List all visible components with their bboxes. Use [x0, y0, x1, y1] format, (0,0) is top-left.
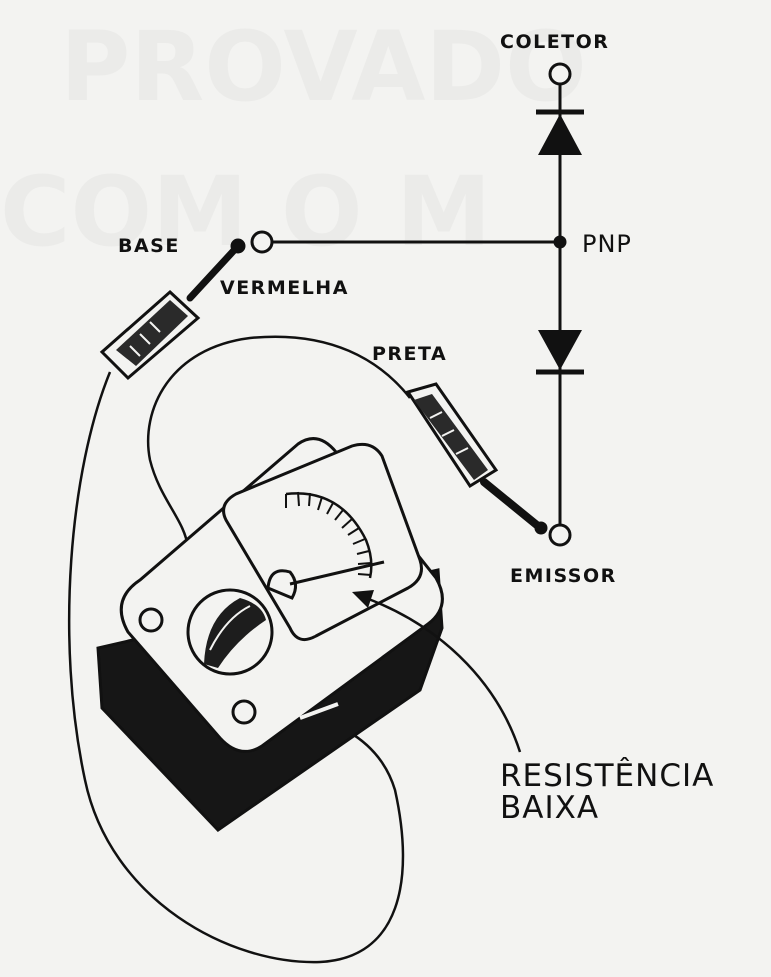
black-probe-tip [534, 521, 548, 535]
lower-jack [231, 699, 257, 725]
base-terminal [250, 230, 274, 254]
collector-base-diode [536, 109, 584, 155]
pnp-junction-dot [553, 235, 567, 249]
svg-text:PROVADO: PROVADO [60, 11, 587, 123]
upper-jack [138, 607, 164, 633]
meter-needle [289, 560, 385, 586]
red-probe-cable [67, 371, 405, 964]
emitter-label: EMISSOR [510, 565, 617, 587]
emitter-terminal [548, 523, 572, 547]
black-probe [405, 382, 548, 535]
base-emitter-diode [536, 330, 584, 375]
low-resistance-pointer-arrow [352, 590, 522, 753]
base-label: BASE [118, 235, 180, 257]
pnp-label: PNP [582, 230, 632, 258]
meter-scale-ticks [285, 491, 372, 576]
collector-label: COLETOR [500, 31, 609, 53]
background-bleed-through: PROVADO COM O M [0, 11, 587, 268]
diagram-labels: COLETOR PNP BASE VERMELHA PRETA EMISSOR … [118, 31, 714, 826]
result-label-line1: RESISTÊNCIA [500, 758, 714, 794]
multimeter [96, 437, 522, 832]
collector-terminal [548, 62, 572, 86]
red-probe-label: VERMELHA [220, 277, 349, 299]
pnp-equivalent-circuit [250, 62, 584, 547]
svg-text:COM O M: COM O M [0, 156, 492, 268]
result-label-line2: BAIXA [500, 790, 599, 826]
black-probe-label: PRETA [372, 343, 447, 365]
meter-needle-pivot [266, 569, 297, 600]
red-probe [99, 238, 246, 381]
